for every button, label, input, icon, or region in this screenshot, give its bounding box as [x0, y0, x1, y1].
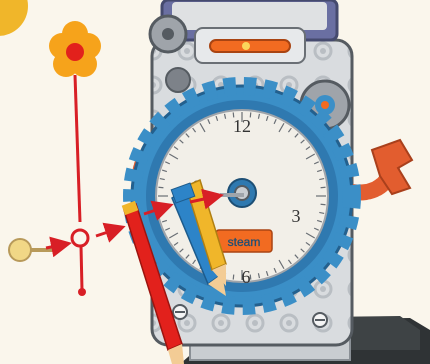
- dial-tick: [321, 187, 326, 188]
- screw-icon: [313, 313, 327, 327]
- steam-badge-label: steam: [228, 235, 261, 249]
- pin-icon: [9, 239, 56, 261]
- corner-badge: [0, 0, 28, 36]
- arrow-icon: [96, 228, 120, 236]
- dial-tick: [158, 187, 163, 188]
- arrow-icon: [46, 244, 66, 248]
- dial-number-6: 6: [242, 267, 251, 287]
- screw-icon: [173, 305, 187, 319]
- dial-tick: [158, 204, 163, 205]
- dial-number-3: 3: [292, 206, 301, 226]
- dial-number-12: 12: [233, 116, 251, 136]
- clock-hand: [72, 75, 88, 296]
- flower-icon: [49, 21, 101, 77]
- dial-tick: [321, 204, 326, 205]
- dial-tick: [233, 275, 234, 280]
